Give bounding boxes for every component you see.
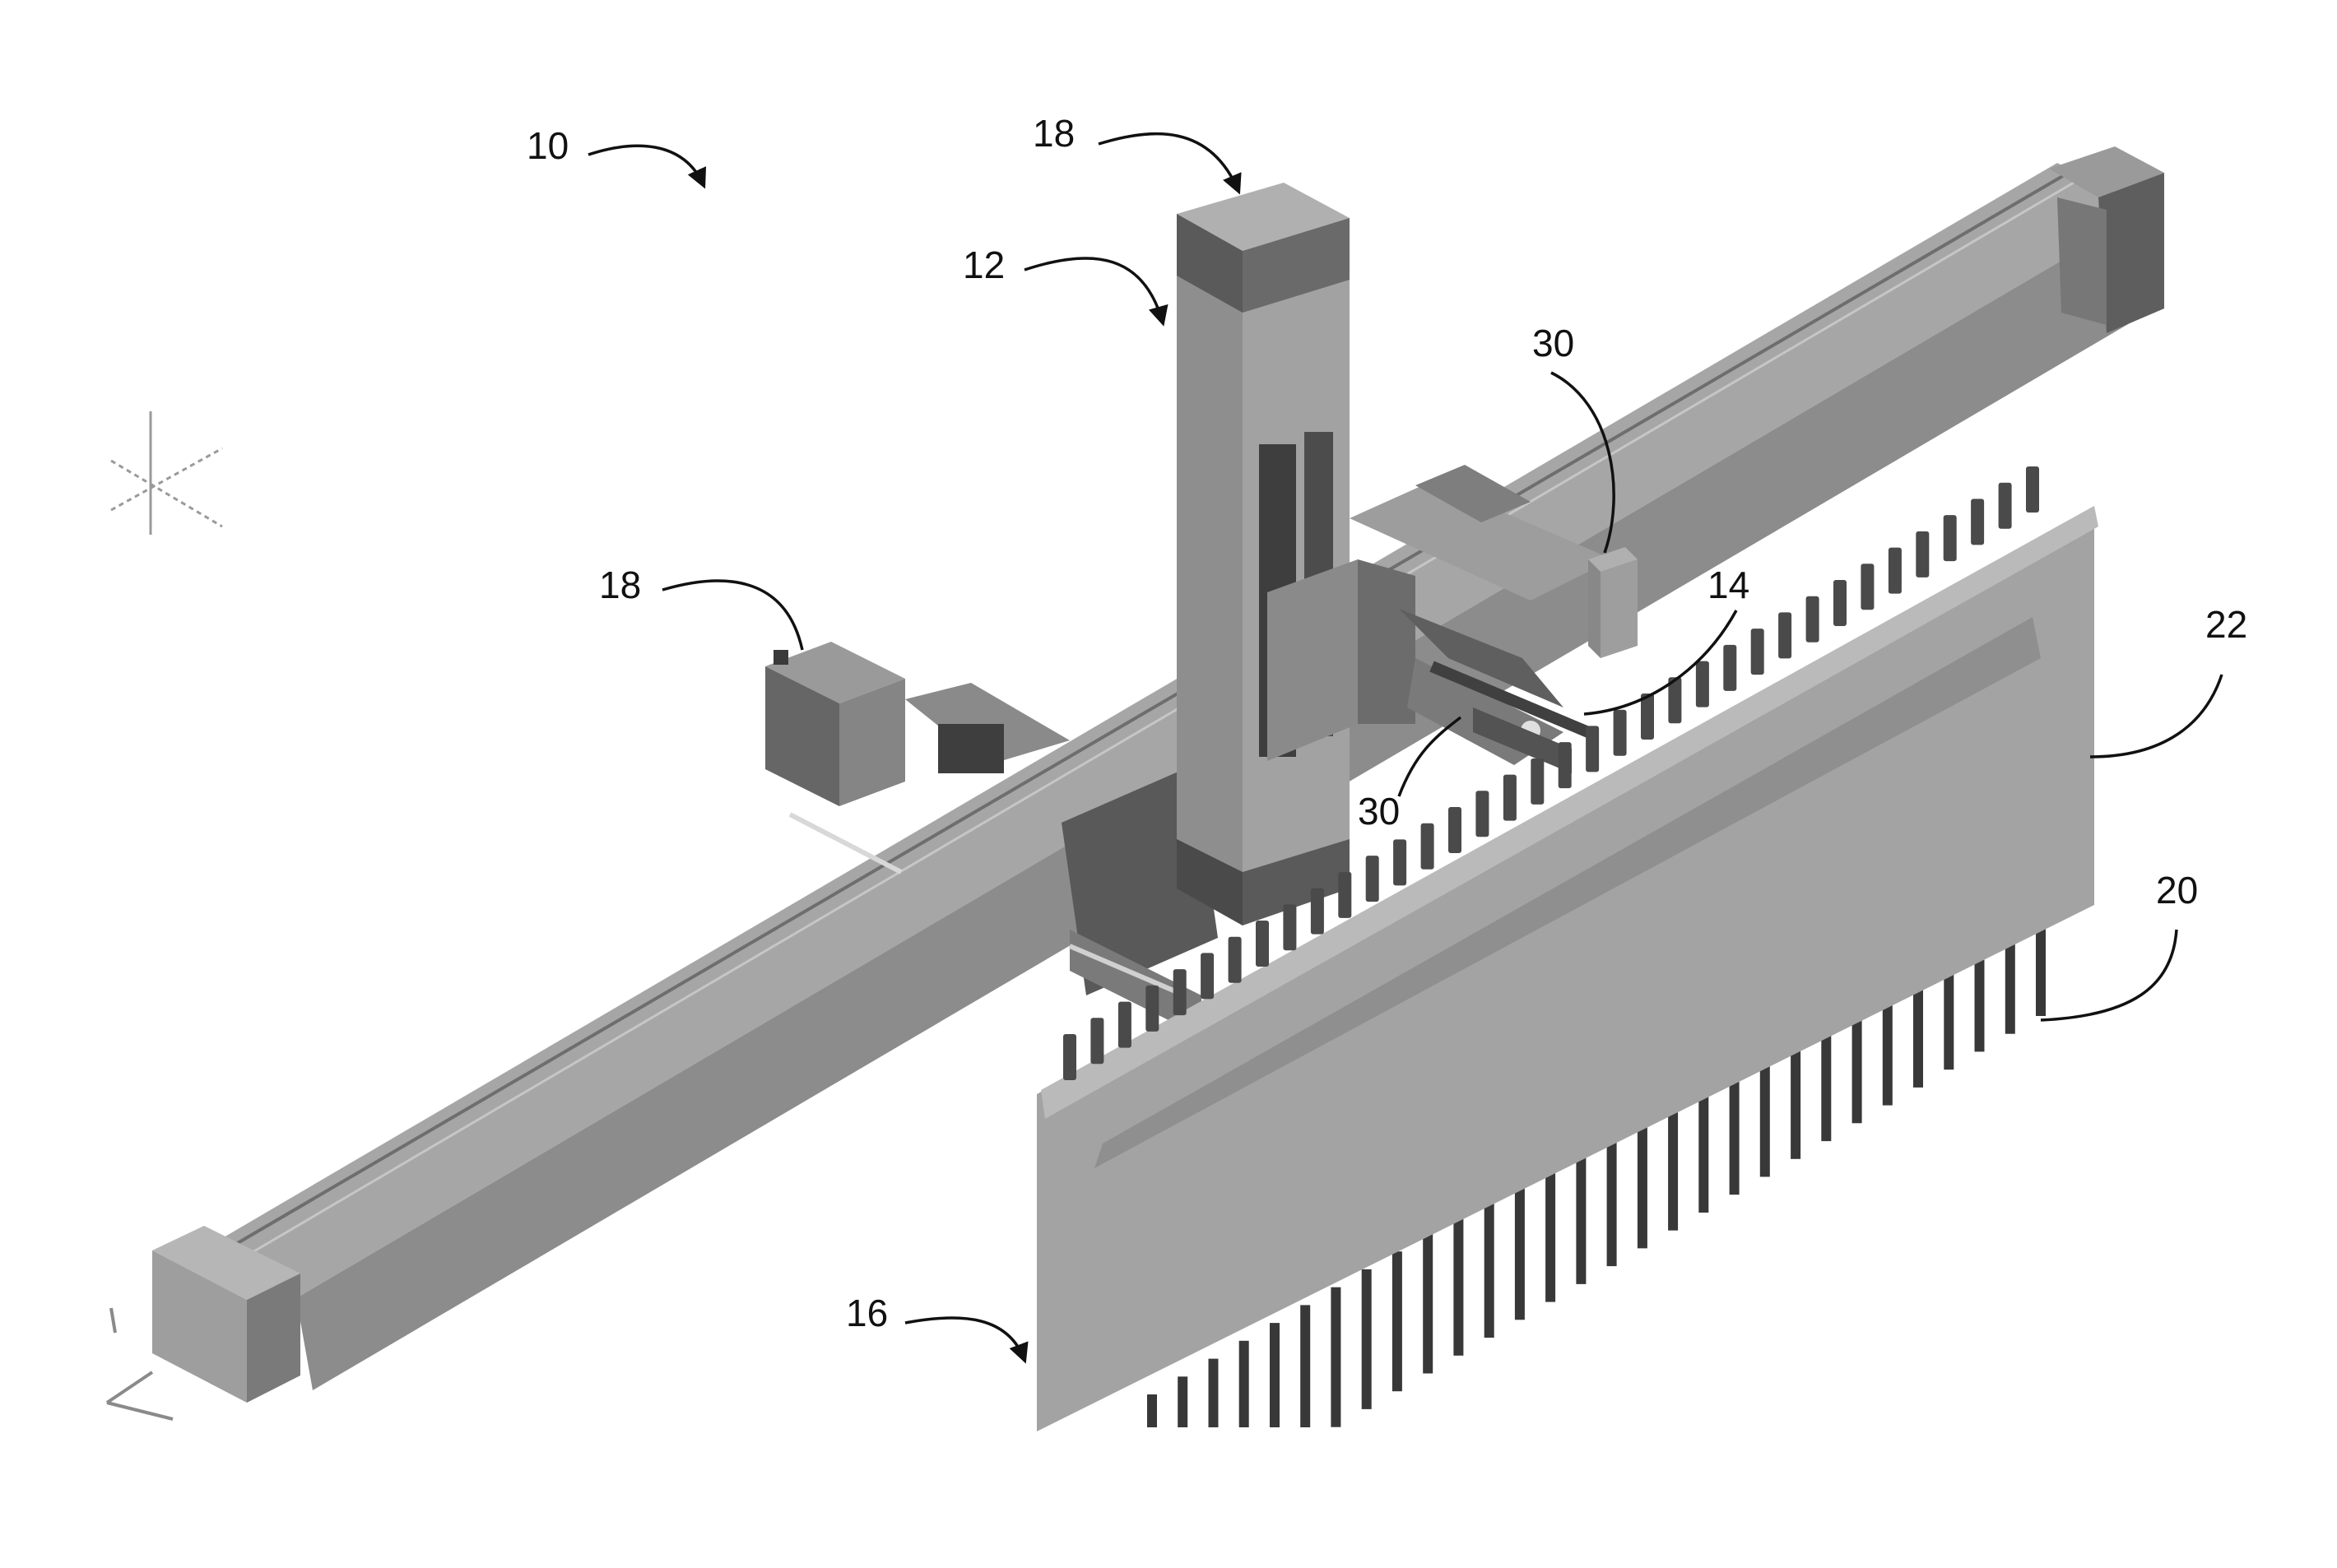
leader-18-top (1099, 134, 1238, 191)
tube-top (1393, 839, 1406, 885)
tube-top (1559, 742, 1572, 788)
tube-top (1201, 953, 1214, 999)
tube-bottom (1607, 1126, 1617, 1266)
tube-top (1229, 937, 1242, 983)
tube-top (1861, 564, 1874, 610)
tube-top (1090, 1018, 1103, 1064)
tube-top (1999, 483, 2012, 529)
tube-top (1751, 629, 1764, 675)
tube-top (1778, 612, 1791, 658)
tube-top (1256, 921, 1269, 967)
leader-18-left (662, 581, 802, 650)
tube-top (1723, 645, 1736, 691)
tube-top (1173, 969, 1187, 1015)
label-12: 12 (963, 244, 1005, 286)
vertical-column (1177, 183, 1350, 925)
label-16: 16 (846, 1292, 888, 1334)
tube-top (2026, 466, 2039, 513)
tube-top (1641, 694, 1654, 740)
leader-20 (2041, 930, 2177, 1020)
sensor-block-upper (1588, 547, 1638, 658)
tube-top (1916, 531, 1929, 578)
tube-top (1614, 710, 1627, 756)
tube-top (1145, 986, 1159, 1032)
tube-bottom (1453, 1216, 1463, 1356)
leader-16 (905, 1318, 1024, 1360)
tube-top (1806, 596, 1819, 643)
label-30-upper: 30 (1532, 322, 1574, 364)
tube-top (1366, 856, 1379, 902)
tube-top (1448, 807, 1461, 853)
leader-10 (588, 146, 704, 185)
tube-top (1971, 499, 1984, 545)
tube-top (1586, 726, 1599, 772)
tube-bottom (1392, 1251, 1402, 1391)
tube-bottom (1362, 1269, 1372, 1409)
label-14: 14 (1707, 564, 1749, 606)
tube-top (1503, 775, 1517, 821)
label-18-top: 18 (1033, 112, 1075, 155)
tube-bottom (1545, 1162, 1555, 1302)
tube-top (1338, 872, 1351, 918)
tube-top (1475, 791, 1489, 837)
tube-bottom (1423, 1234, 1433, 1374)
label-18-left: 18 (599, 564, 641, 606)
tube-top (1063, 1034, 1076, 1080)
tube-bottom (1239, 1341, 1249, 1427)
label-10: 10 (527, 124, 569, 167)
tube-top (1311, 888, 1324, 935)
beam-end-cap-right (2049, 146, 2164, 333)
label-22: 22 (2205, 603, 2247, 646)
axis-gizmo-icon (111, 411, 222, 535)
leader-12 (1024, 258, 1163, 322)
tube-bottom (1147, 1394, 1157, 1427)
tube-bottom (1331, 1287, 1340, 1427)
label-30-lower: 30 (1358, 790, 1400, 833)
tube-top (1833, 580, 1847, 626)
label-20: 20 (2156, 869, 2198, 912)
leader-22 (2090, 675, 2222, 757)
tube-bottom (1484, 1198, 1494, 1338)
tube-top (1944, 515, 1957, 561)
tube-bottom (1300, 1305, 1310, 1427)
tube-top (1283, 904, 1296, 950)
tube-bottom (1576, 1144, 1586, 1284)
tube-top (1889, 548, 1902, 594)
tube-bottom (1178, 1376, 1187, 1427)
tube-bottom (1270, 1323, 1280, 1427)
tube-bottom (1209, 1359, 1219, 1427)
tube-top (1118, 1002, 1131, 1048)
tube-bottom (1515, 1180, 1525, 1320)
tube-top (1531, 758, 1544, 805)
tube-top (1696, 661, 1709, 707)
tube-top (1421, 823, 1434, 870)
